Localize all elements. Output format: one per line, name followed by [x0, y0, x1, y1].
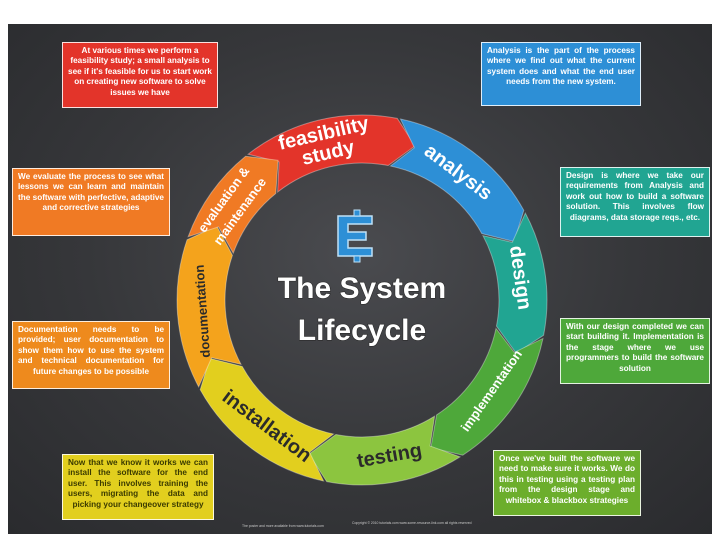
ring-segment-feasibility — [246, 114, 416, 194]
ring-segment-evaluation — [187, 155, 279, 255]
ring-segment-installation — [199, 357, 335, 482]
documentation-description: Documentation needs to be provided; user… — [12, 321, 170, 389]
ring-segment-analysis — [389, 118, 525, 243]
evaluation-description: We evaluate the process to see what less… — [12, 168, 170, 236]
footer-right: Copyright © 2010 tutorials.com www.some-… — [352, 521, 472, 525]
design-description: Design is where we take our requirements… — [560, 167, 710, 237]
top-bar — [0, 0, 720, 24]
ring-segment-implementation — [430, 327, 544, 456]
stage-label-documentation: documentation — [192, 264, 213, 358]
feasibility-description: At various times we perform a feasibilit… — [62, 42, 218, 108]
lifecycle-ring — [176, 114, 548, 486]
diagram-title-line1: The System — [278, 272, 446, 305]
testing-description: Once we've built the software we need to… — [493, 450, 641, 516]
diagram-title-line2: Lifecycle — [298, 314, 426, 347]
footer-left: The poster and more available from www.t… — [242, 524, 324, 528]
system-lifecycle-logo-icon — [337, 209, 373, 263]
bottom-line — [0, 534, 720, 540]
analysis-description: Analysis is the part of the process wher… — [481, 42, 641, 106]
implementation-description: With our design completed we can start b… — [560, 318, 710, 384]
installation-description: Now that we know it works we can install… — [62, 454, 214, 520]
